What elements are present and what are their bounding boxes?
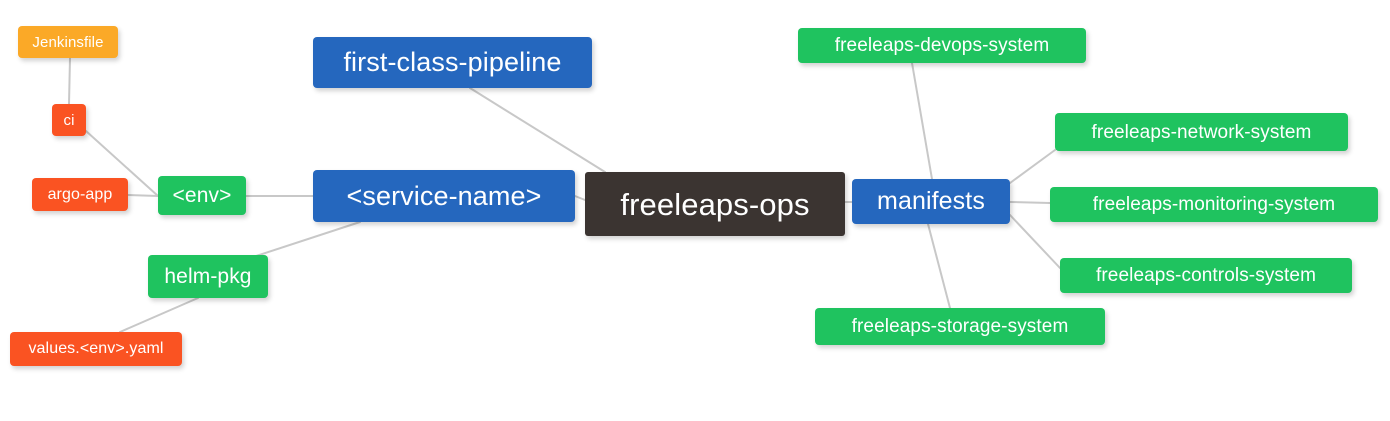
edge-controls-system-to-manifests: [1009, 214, 1061, 269]
node-label: freeleaps-devops-system: [834, 35, 1050, 56]
node-monitoring-system[interactable]: freeleaps-monitoring-system: [1050, 187, 1378, 222]
edge-devops-system-to-manifests: [911, 62, 933, 180]
node-label: <service-name>: [346, 180, 542, 211]
node-devops-system[interactable]: freeleaps-devops-system: [798, 28, 1086, 63]
edge-service-name-to-freeleaps-ops: [574, 195, 586, 201]
node-label: freeleaps-ops: [620, 186, 810, 222]
edge-jenkinsfile-to-ci: [68, 57, 71, 105]
node-label: freeleaps-controls-system: [1095, 265, 1317, 286]
node-first-class-pipeline[interactable]: first-class-pipeline: [313, 37, 592, 88]
node-label: values.<env>.yaml: [28, 340, 164, 357]
node-label: first-class-pipeline: [343, 47, 562, 77]
node-values-env-yaml[interactable]: values.<env>.yaml: [10, 332, 182, 366]
node-env[interactable]: <env>: [158, 176, 246, 215]
node-ci[interactable]: ci: [52, 104, 86, 136]
node-label: Jenkinsfile: [32, 33, 104, 51]
node-manifests[interactable]: manifests: [852, 179, 1010, 224]
edge-values-env-yaml-to-helm-pkg: [119, 297, 199, 333]
edge-network-system-to-manifests: [1009, 149, 1056, 184]
edge-helm-pkg-to-service-name: [249, 221, 361, 259]
edge-storage-system-to-manifests: [927, 223, 951, 309]
node-jenkinsfile[interactable]: Jenkinsfile: [18, 26, 118, 58]
node-label: argo-app: [47, 185, 113, 203]
node-helm-pkg[interactable]: helm-pkg: [148, 255, 268, 298]
edge-first-class-pipeline-to-freeleaps-ops: [469, 87, 606, 173]
node-argo-app[interactable]: argo-app: [32, 178, 128, 211]
node-controls-system[interactable]: freeleaps-controls-system: [1060, 258, 1352, 293]
node-service-name[interactable]: <service-name>: [313, 170, 575, 222]
root-node-freeleaps-ops[interactable]: freeleaps-ops: [585, 172, 845, 236]
node-label: freeleaps-storage-system: [851, 316, 1069, 337]
node-label: freeleaps-network-system: [1091, 121, 1312, 143]
node-label: ci: [63, 111, 75, 129]
node-label: helm-pkg: [164, 265, 252, 288]
edge-monitoring-system-to-manifests: [1009, 201, 1051, 204]
node-label: manifests: [877, 187, 985, 215]
edge-argo-app-to-env: [127, 194, 159, 197]
node-network-system[interactable]: freeleaps-network-system: [1055, 113, 1348, 151]
node-storage-system[interactable]: freeleaps-storage-system: [815, 308, 1105, 345]
node-label: <env>: [172, 184, 232, 207]
node-label: freeleaps-monitoring-system: [1092, 194, 1336, 215]
